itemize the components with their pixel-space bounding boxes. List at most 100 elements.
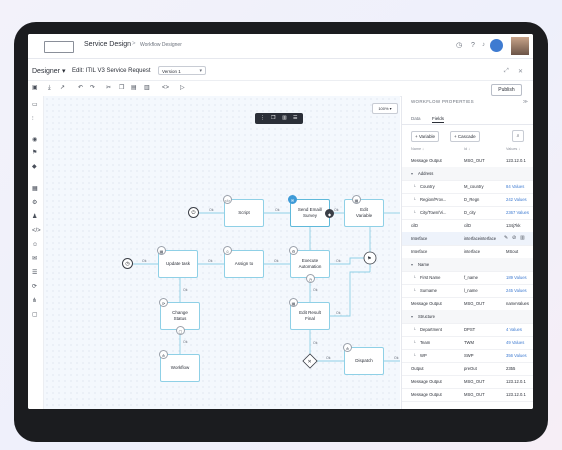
chat-icon: ▢ — [176, 326, 185, 335]
table-row[interactable]: ▾Address — [402, 167, 533, 181]
zoom-select[interactable]: 100% ▾ — [372, 103, 398, 114]
download-icon[interactable]: ⤓ — [48, 85, 51, 91]
chevron-down-icon[interactable]: ▾ — [411, 171, 414, 176]
close-icon[interactable]: ✕ — [518, 69, 524, 75]
delete-icon[interactable]: ▥ — [144, 85, 150, 91]
comment-icon[interactable]: ☰ — [293, 115, 298, 121]
table-row[interactable]: ▾Name — [402, 258, 533, 272]
col-header-name[interactable]: Name ↓ — [411, 147, 425, 151]
flag-tool-icon[interactable]: ⚑ — [32, 150, 38, 156]
node-send-email[interactable]: Send Email/ Survey — [290, 199, 330, 227]
users-tool-icon[interactable]: ♟ — [32, 214, 38, 220]
cell-value[interactable]: 4 Values — [506, 327, 522, 332]
cell-value[interactable]: 49 Values — [506, 340, 525, 345]
decision-tool-icon[interactable]: ◆ — [32, 164, 37, 170]
tab-fields[interactable]: Fields — [432, 116, 445, 123]
cell-value[interactable]: 242 Values — [506, 197, 527, 202]
start-node[interactable]: ⏻ — [188, 207, 199, 218]
play-icon[interactable]: ▷ — [180, 85, 185, 91]
edit-icon[interactable]: ✎ — [504, 235, 509, 241]
copy-icon[interactable]: ❐ — [119, 85, 125, 91]
list-tool-icon[interactable]: ☰ — [32, 270, 38, 276]
tab-divider — [402, 124, 533, 125]
breadcrumb-workflow-designer[interactable]: Workflow Designer — [140, 42, 182, 48]
cell-value: 2355 — [506, 366, 516, 371]
chevron-down-icon[interactable]: ▾ — [411, 262, 414, 267]
cut-icon[interactable]: ✂ — [106, 85, 112, 91]
node-update-task[interactable]: Update task — [158, 250, 198, 278]
code-icon[interactable]: <> — [162, 85, 170, 91]
version-select[interactable]: Version 1▾ — [158, 66, 206, 75]
undo-icon[interactable]: ↶ — [78, 85, 84, 91]
table-row[interactable]: ▾Structure — [402, 310, 533, 324]
delete-icon[interactable]: ▥ — [520, 235, 525, 241]
clock-icon[interactable]: ◷ — [456, 42, 463, 49]
share-icon[interactable]: ↗ — [60, 85, 66, 91]
node-dispatch[interactable]: Dispatch — [344, 347, 384, 375]
select-tool-icon[interactable]: ▭ — [32, 102, 38, 108]
chevron-down-icon[interactable]: ▾ — [411, 314, 414, 319]
cell-value[interactable]: 356 Values — [506, 353, 527, 358]
mail-tool-icon[interactable]: ✉ — [32, 256, 38, 262]
user-tool-icon[interactable]: ☺ — [32, 242, 39, 248]
node-assign-to[interactable]: Assign to — [224, 250, 264, 278]
calendar-tool-icon[interactable]: ▦ — [32, 186, 38, 192]
col-header-id[interactable]: Id ↓ — [464, 147, 471, 151]
copy-icon[interactable]: ❐ — [271, 115, 276, 121]
code-tool-icon[interactable]: </> — [32, 228, 41, 234]
cell-id: DPST — [464, 327, 476, 332]
designer-title[interactable]: Designer ▾ — [32, 68, 66, 75]
col-header-values[interactable]: Values ↓ — [506, 147, 521, 151]
workflow-canvas[interactable]: ✕ ⚑ 100% ▾ ⏻ ◷ ⏻ Script </> Send Email/ … — [44, 96, 421, 409]
expand-icon[interactable]: ⤢ — [504, 68, 509, 74]
link-icon[interactable]: ⊘ — [512, 235, 517, 241]
node-edit-variable[interactable]: Edit Variable — [344, 199, 384, 227]
text-tool-icon[interactable]: ⫶ — [32, 116, 34, 122]
collapse-icon[interactable]: ≫ — [522, 99, 528, 105]
more-icon[interactable]: ⋮ — [260, 115, 265, 121]
chat-tool-icon[interactable]: ▢ — [32, 312, 38, 318]
bell-icon[interactable]: ♪ — [482, 42, 485, 48]
cell-value[interactable]: 84 Values — [506, 184, 525, 189]
start-tool-icon[interactable]: ◉ — [32, 137, 38, 143]
loop-tool-icon[interactable]: ⟳ — [32, 284, 38, 290]
node-edit-result[interactable]: Edit Result Final — [290, 302, 330, 330]
cell-value[interactable]: 245 Values — [506, 288, 527, 293]
save-icon[interactable]: ▣ — [32, 85, 38, 91]
redo-icon[interactable]: ↷ — [90, 85, 96, 91]
cell-value[interactable]: 189 Values — [506, 275, 527, 280]
start-node-2[interactable]: ◷ — [122, 258, 133, 269]
avatar[interactable] — [490, 39, 503, 52]
add-variable-button[interactable]: + Variable — [411, 131, 440, 142]
settings-tool-icon[interactable]: ⚙ — [32, 200, 38, 206]
add-cascade-button[interactable]: + Cascade — [450, 131, 480, 142]
node-change-status[interactable]: Change Status — [160, 302, 200, 330]
cell-value[interactable]: 2367 Values — [506, 210, 529, 215]
delete-icon[interactable]: ▥ — [282, 115, 287, 121]
node-workflow[interactable]: Workflow — [160, 354, 200, 382]
paste-icon[interactable]: ▤ — [131, 85, 137, 91]
cell-id: l_name — [464, 288, 478, 293]
node-script[interactable]: Script — [224, 199, 264, 227]
help-icon[interactable]: ? — [471, 42, 475, 49]
publish-button[interactable]: Publish — [491, 84, 522, 96]
search-icon[interactable]: ⌕ — [512, 130, 524, 142]
tab-data[interactable]: Data — [411, 116, 421, 121]
hierarchy-tool-icon[interactable]: ⋔ — [32, 298, 38, 304]
